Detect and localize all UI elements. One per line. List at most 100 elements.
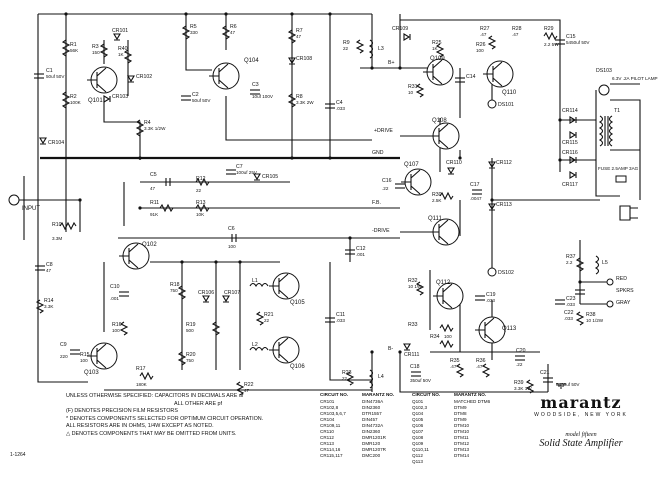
diode-cr110: [447, 167, 455, 175]
svg-text:Q113: Q113: [502, 326, 517, 332]
svg-text:C2: C2: [192, 92, 199, 98]
svg-text:47: 47: [150, 186, 156, 191]
svg-text:10 1W: 10 1W: [408, 284, 422, 289]
ground-icon: [556, 383, 566, 389]
svg-text:CR111: CR111: [404, 352, 419, 358]
svg-text:180K: 180K: [136, 382, 148, 387]
cap-c3: [250, 89, 260, 95]
svg-text:Q112: Q112: [436, 280, 451, 286]
svg-text:R20: R20: [186, 352, 196, 358]
svg-text:CR114: CR114: [562, 108, 578, 114]
junctions: [64, 12, 582, 354]
svg-text:3.3M: 3.3M: [52, 236, 62, 241]
cap-c20: [515, 355, 525, 361]
cap-c17: [472, 189, 482, 195]
transistor-q110: [483, 60, 514, 88]
svg-text:1K: 1K: [432, 46, 439, 51]
diode-cr105: [253, 173, 261, 181]
cap-c18: [411, 371, 421, 377]
svg-text:.0047: .0047: [470, 196, 482, 201]
inductor-l3: [368, 39, 374, 59]
svg-text:CR112: CR112: [496, 160, 512, 166]
svg-text:L3: L3: [378, 46, 384, 52]
resistors: [35, 25, 585, 396]
parts-cell: DTM10: [454, 429, 470, 434]
svg-text:R26: R26: [476, 42, 486, 48]
svg-text:R35: R35: [450, 358, 460, 364]
parts-cell: DTM12: [454, 441, 470, 446]
svg-text:100: 100: [444, 334, 452, 339]
svg-text:750: 750: [186, 358, 194, 363]
svg-text:22: 22: [343, 46, 349, 51]
svg-text:L4: L4: [378, 374, 384, 380]
inductor-l4: [368, 369, 374, 389]
svg-text:22: 22: [196, 188, 202, 193]
svg-text:3.3K 1/2W: 3.3K 1/2W: [144, 126, 166, 131]
inductors: [249, 39, 600, 389]
svg-text:R29: R29: [544, 26, 554, 32]
svg-text:50uf 50V: 50uf 50V: [46, 74, 65, 79]
svg-text:R38: R38: [586, 312, 596, 318]
diode-cr102: [127, 75, 135, 83]
parts-cell: DTM9: [454, 417, 467, 422]
svg-text:R34: R34: [430, 334, 440, 340]
inductor-l1: [249, 282, 269, 288]
svg-text:R5: R5: [190, 24, 197, 30]
transistor-q103: [87, 342, 118, 370]
svg-text:C16: C16: [382, 178, 392, 184]
note-others: ALL OTHER ARE pf: [174, 400, 223, 407]
cap-c9: [70, 349, 80, 355]
transformer-t1: [598, 115, 614, 147]
cap-c5: [165, 178, 171, 186]
svg-text:.033: .033: [336, 106, 345, 111]
svg-text:C12: C12: [356, 246, 366, 252]
svg-text:1K: 1K: [118, 52, 125, 57]
svg-text:C1: C1: [46, 68, 53, 74]
svg-text:10K: 10K: [196, 212, 205, 217]
svg-text:CR116: CR116: [562, 150, 578, 156]
note-selected: * DENOTES COMPONENTS SELECTED FOR OPTIMU…: [66, 415, 264, 422]
cap-c6: [231, 234, 237, 242]
svg-text:100: 100: [228, 244, 236, 249]
lamp-ds103: [598, 84, 610, 96]
svg-text:R36: R36: [476, 358, 486, 364]
parts-cell: CR114,16: [320, 447, 341, 452]
svg-text:.22: .22: [382, 186, 389, 191]
parts-cell: Q110,11: [412, 447, 429, 452]
parts-header-3: CIRCUIT NO.: [412, 392, 441, 397]
svg-text:R31: R31: [408, 84, 418, 90]
lamps: [487, 84, 610, 277]
svg-text:500: 500: [186, 328, 194, 333]
svg-text:C18: C18: [410, 364, 420, 370]
svg-text:Q109: Q109: [430, 56, 445, 62]
parts-cell: Q109: [412, 441, 424, 446]
svg-text:100uf 25V: 100uf 25V: [236, 170, 258, 175]
svg-text:Q102: Q102: [142, 242, 157, 248]
parts-cell: DIN4736A: [362, 399, 384, 404]
cap-c12: [345, 249, 355, 255]
diode-cr111: [403, 343, 411, 351]
parts-cell: Q113: [412, 459, 423, 464]
parts-cell: CR109,11: [320, 423, 341, 428]
brand-block: marantz WOODSIDE, NEW YORK model fifteen…: [506, 393, 656, 449]
svg-text:L5: L5: [602, 260, 608, 266]
svg-text:Q111: Q111: [428, 216, 442, 222]
svg-text:R32: R32: [408, 278, 418, 284]
svg-text:R27: R27: [480, 26, 490, 32]
drawing-number: 1-1264: [10, 452, 26, 458]
svg-text:2.2: 2.2: [566, 260, 573, 265]
svg-text:C8: C8: [46, 262, 53, 268]
svg-text:R25: R25: [432, 40, 442, 46]
brand-logo: marantz: [540, 393, 622, 412]
parts-cell: DMR1201R: [362, 435, 386, 440]
diode-cr117: [569, 171, 577, 179]
parts-cell: Q107: [412, 429, 424, 434]
cap-c19: [475, 295, 485, 301]
cap-c13: [455, 77, 465, 83]
svg-text:CR107: CR107: [224, 290, 240, 296]
svg-text:10: 10: [408, 90, 414, 95]
schematic-notes: UNLESS OTHERWISE SPECIFIED: CAPACITORS I…: [66, 393, 316, 439]
